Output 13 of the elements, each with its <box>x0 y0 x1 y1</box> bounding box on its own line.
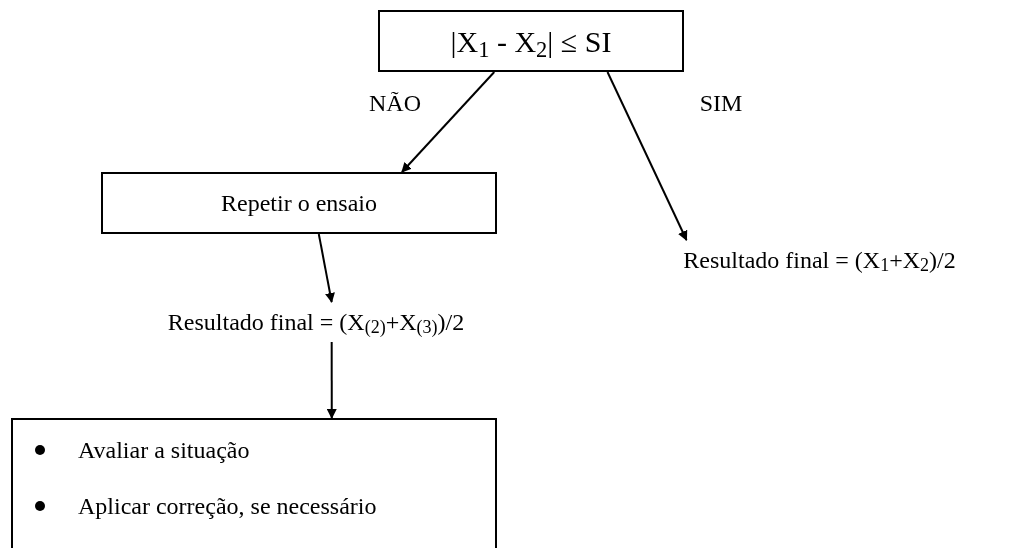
edge-label: NÃO <box>369 91 421 115</box>
list-item: Aplicar correção, se necessário <box>78 492 377 521</box>
arrow <box>606 71 688 241</box>
process-box: Repetir o ensaio <box>101 172 497 234</box>
result-text: Resultado final = (X$_{1}$+X$_{2}$)/2 <box>618 240 1021 280</box>
decision-box: |X$_{1}$ - X$_{2}$| ≤ SI <box>378 10 684 72</box>
arrow <box>317 233 335 303</box>
arrow <box>326 341 337 419</box>
list-item: Avaliar a situação <box>78 436 250 465</box>
arrow <box>400 71 496 173</box>
result-text: Resultado final = (X$_{(2)}$+X$_{(3)}$)/2 <box>120 302 512 342</box>
edge-label: SIM <box>699 91 743 115</box>
action-box <box>11 418 497 548</box>
